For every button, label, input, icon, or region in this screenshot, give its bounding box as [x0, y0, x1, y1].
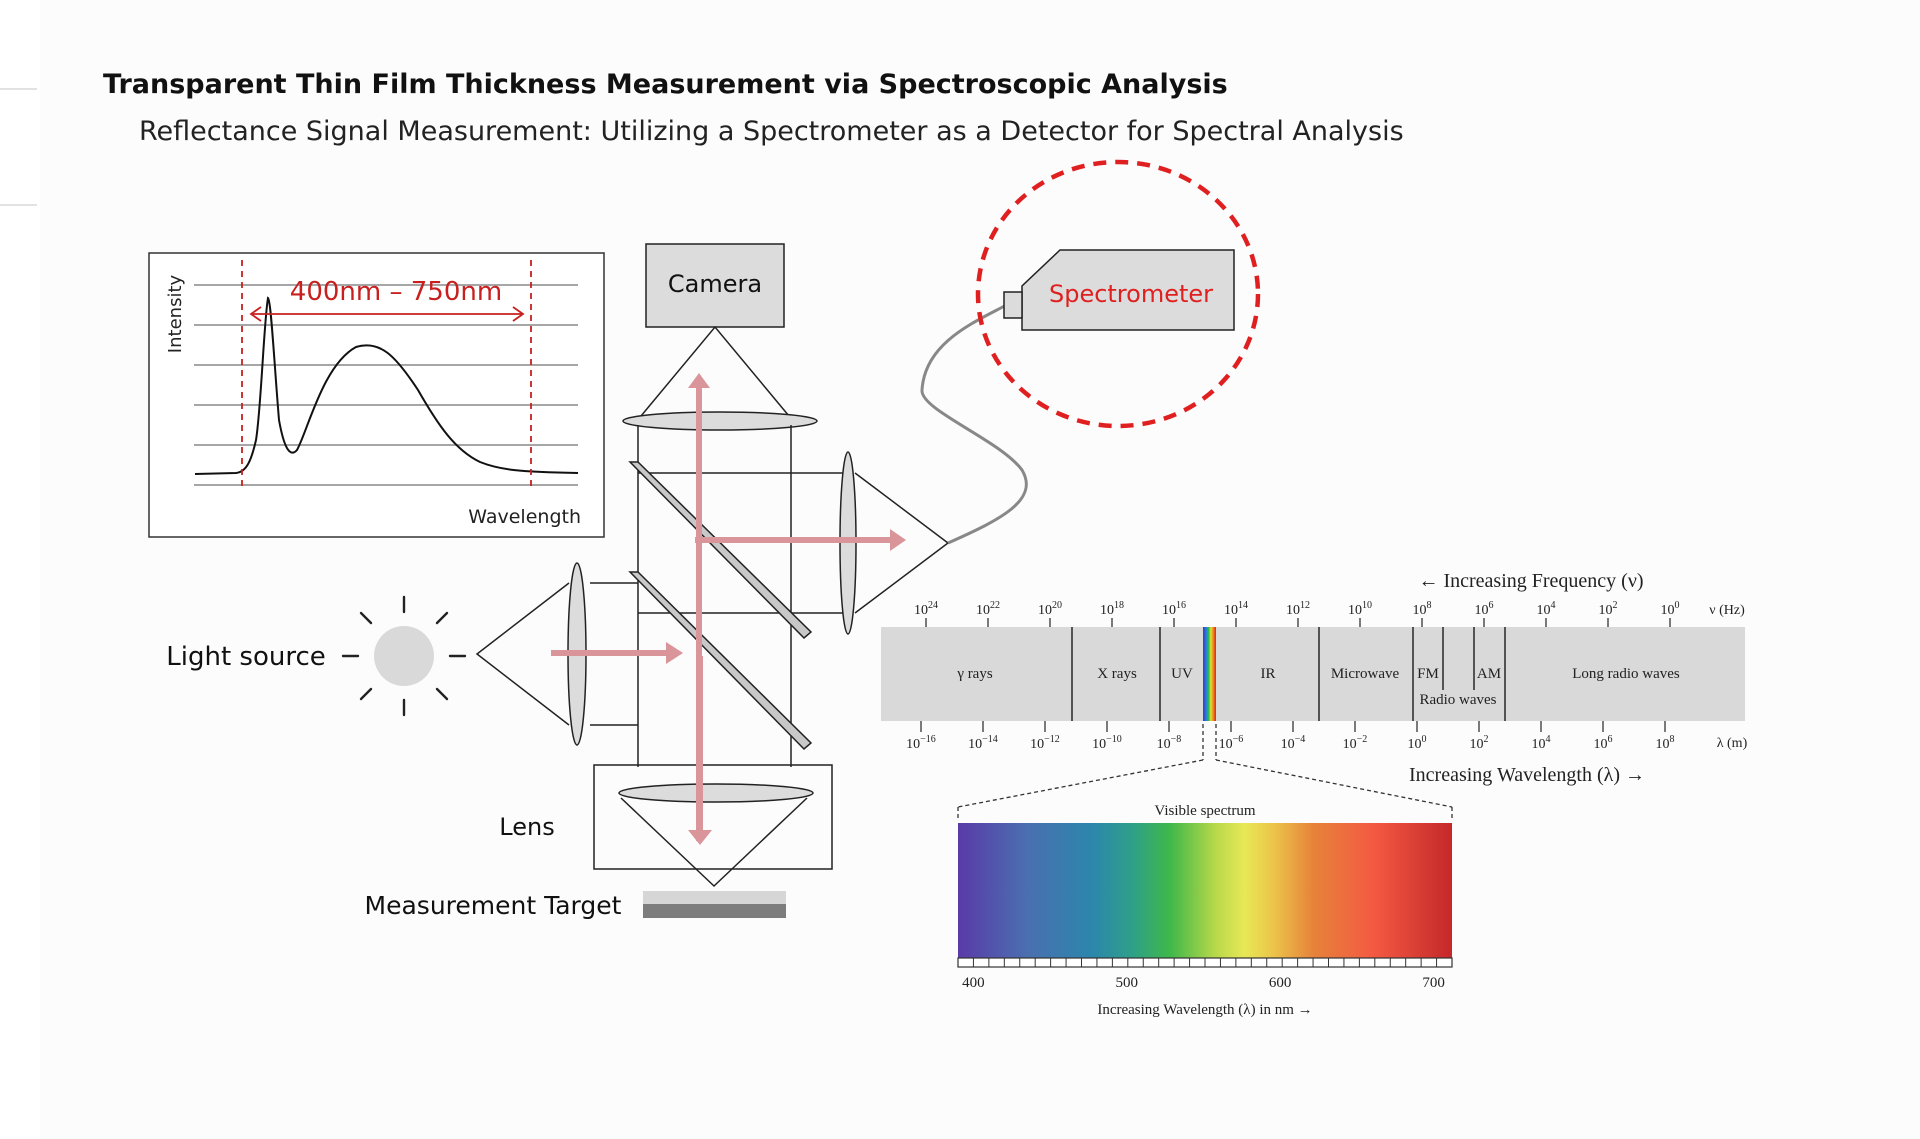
frequency-tick-label: 1012	[1286, 600, 1310, 618]
slide-title: Transparent Thin Film Thickness Measurem…	[103, 69, 1228, 100]
camera-box	[645, 243, 785, 328]
frequency-tick-label: 100	[1661, 600, 1680, 618]
beam-splitter-upper	[628, 461, 813, 640]
wavelength-tick-label: 104	[1532, 734, 1551, 752]
wavelength-tick-label: 10−10	[1092, 734, 1122, 752]
band-ir: IR	[1261, 666, 1276, 682]
visible-tick-labels: 400 500 600 700	[962, 975, 1445, 991]
spectrometer-port	[1003, 291, 1023, 319]
visible-tick-label: 600	[1269, 975, 1292, 991]
visible-tick-label: 700	[1422, 975, 1445, 991]
band-uv: UV	[1171, 666, 1193, 682]
spectrometer-label: Spectrometer	[1049, 280, 1213, 308]
focus-cone	[620, 797, 808, 888]
frequency-ticks: 1024 1022 1020 1018 1016 1014 1012 1010 108 106 10…	[914, 600, 1680, 627]
frequency-tick-label: 1018	[1100, 600, 1124, 618]
frequency-tick-label: 108	[1413, 600, 1432, 618]
beam-incident-head	[666, 642, 683, 664]
visible-spectrum-gradient	[958, 823, 1452, 958]
band-long-radio: Long radio waves	[1572, 666, 1680, 682]
visible-footer: Increasing Wavelength (λ) in nm →	[1097, 1002, 1312, 1018]
frequency-tick-label: 1010	[1348, 600, 1372, 618]
band-fm: FM	[1417, 666, 1439, 682]
wavelength-tick-label: 10−8	[1157, 734, 1182, 752]
optical-fiber	[920, 301, 1028, 545]
y-axis-label: Intensity	[165, 274, 186, 353]
spectrum-plot: 400nm – 750nm Intensity Wavelength	[148, 252, 605, 538]
beam-to-camera-head	[688, 373, 710, 388]
objective-housing	[593, 764, 833, 870]
slide-subtitle: Reflectance Signal Measurement: Utilizin…	[139, 116, 1404, 147]
spectrometer-highlight-circle	[975, 159, 1261, 429]
frequency-tick-label: 102	[1599, 600, 1618, 618]
plot-gridlines	[194, 284, 578, 486]
wavelength-unit: λ (m)	[1717, 736, 1748, 751]
camera-cone	[640, 325, 790, 417]
frequency-tick-label: 1016	[1162, 600, 1186, 618]
beam-to-spectrometer-head	[890, 529, 906, 551]
intensity-curve	[194, 296, 579, 475]
light-source-label: Light source	[166, 642, 326, 672]
target-film-layer	[643, 891, 786, 904]
wavelength-tick-label: 10−12	[1030, 734, 1060, 752]
band-am: AM	[1477, 666, 1501, 682]
beam-incident	[551, 650, 669, 656]
beam-to-spectrometer	[695, 537, 895, 543]
wavelength-tick-label: 10−4	[1281, 734, 1306, 752]
beam-to-camera	[696, 385, 702, 841]
band-labels: γ rays X rays UV IR Microwave FM AM Long…	[956, 666, 1680, 708]
x-axis-label: Wavelength	[468, 506, 581, 528]
beam-return-cap	[697, 656, 703, 662]
plot-frame	[148, 252, 605, 538]
wavelength-tick-label: 10−16	[906, 734, 936, 752]
frequency-header: ← Increasing Frequency (ν)	[1418, 570, 1643, 592]
visible-ruler-ticks	[957, 958, 1453, 967]
target-label: Measurement Target	[365, 891, 622, 920]
wavelength-tick-label: 10−6	[1219, 734, 1244, 752]
frequency-tick-label: 1020	[1038, 600, 1062, 618]
wavelength-tick-label: 100	[1408, 734, 1427, 752]
camera-label: Camera	[668, 270, 762, 298]
visible-spectrum-label: Visible spectrum	[1154, 803, 1255, 819]
beam-toward-target	[688, 660, 712, 845]
frequency-tick-label: 1024	[914, 600, 938, 618]
visible-tick-label: 500	[1116, 975, 1139, 991]
frequency-tick-label: 1014	[1224, 600, 1248, 618]
lens-label: Lens	[499, 813, 554, 841]
range-label: 400nm – 750nm	[290, 277, 502, 307]
visible-band-strip	[1203, 627, 1216, 721]
frequency-tick-label: 106	[1475, 600, 1494, 618]
band-gamma: γ rays	[956, 666, 993, 682]
em-band-strip	[881, 627, 1745, 721]
visible-tick-label: 400	[962, 975, 985, 991]
wavelength-tick-label: 102	[1470, 734, 1489, 752]
target-substrate	[643, 904, 786, 918]
objective-lens	[618, 783, 814, 803]
band-microwave: Microwave	[1331, 666, 1400, 682]
band-xray: X rays	[1097, 666, 1137, 682]
light-rays	[341, 595, 467, 717]
range-arrow	[249, 306, 525, 322]
light-bulb	[374, 626, 434, 686]
wavelength-ticks: 10−16 10−14 10−12 10−10 10−8 10−6 10−4 10−2 100 1…	[906, 721, 1675, 752]
band-dividers	[1071, 627, 1506, 721]
wavelength-tick-label: 106	[1594, 734, 1613, 752]
wavelength-footer: Increasing Wavelength (λ) →	[1409, 764, 1645, 786]
source-cone	[475, 582, 570, 726]
wavelength-tick-label: 10−14	[968, 734, 998, 752]
camera-lens	[622, 411, 818, 431]
frequency-tick-label: 1022	[976, 600, 1000, 618]
optical-setup: Camera Light source	[166, 159, 1261, 920]
wavelength-tick-label: 10−2	[1343, 734, 1368, 752]
wavelength-tick-label: 108	[1656, 734, 1675, 752]
band-radio-waves: Radio waves	[1419, 692, 1496, 708]
zoom-line-right-diagonal	[1215, 759, 1453, 808]
beam-splitter-lower	[628, 571, 813, 751]
frequency-tick-label: 104	[1537, 600, 1556, 618]
spectrometer-box	[1021, 249, 1235, 331]
frequency-unit: ν (Hz)	[1709, 603, 1745, 618]
